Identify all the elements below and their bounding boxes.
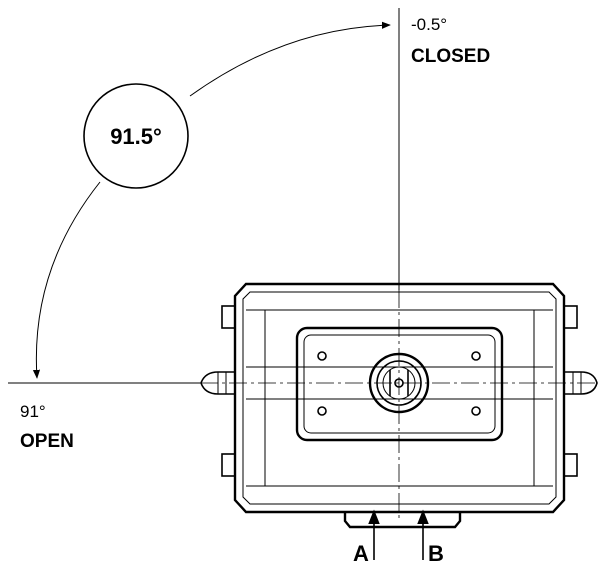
port-a-label: A — [353, 541, 369, 566]
open-angle-label: 91° — [20, 402, 46, 421]
rotation-angle-bubble — [83, 83, 189, 189]
open-label: OPEN — [20, 431, 74, 452]
closed-angle-label: -0.5° — [411, 15, 447, 34]
rotation-angle-label: 91.5° — [110, 124, 162, 149]
port-b-label: B — [428, 541, 444, 566]
closed-label: CLOSED — [411, 46, 490, 67]
rotation-arc-lower — [32, 181, 101, 379]
right-stop-screw — [564, 371, 598, 395]
left-stop-screw — [200, 371, 235, 395]
actuator-body — [221, 282, 578, 529]
rotation-arc-upper — [189, 21, 391, 97]
